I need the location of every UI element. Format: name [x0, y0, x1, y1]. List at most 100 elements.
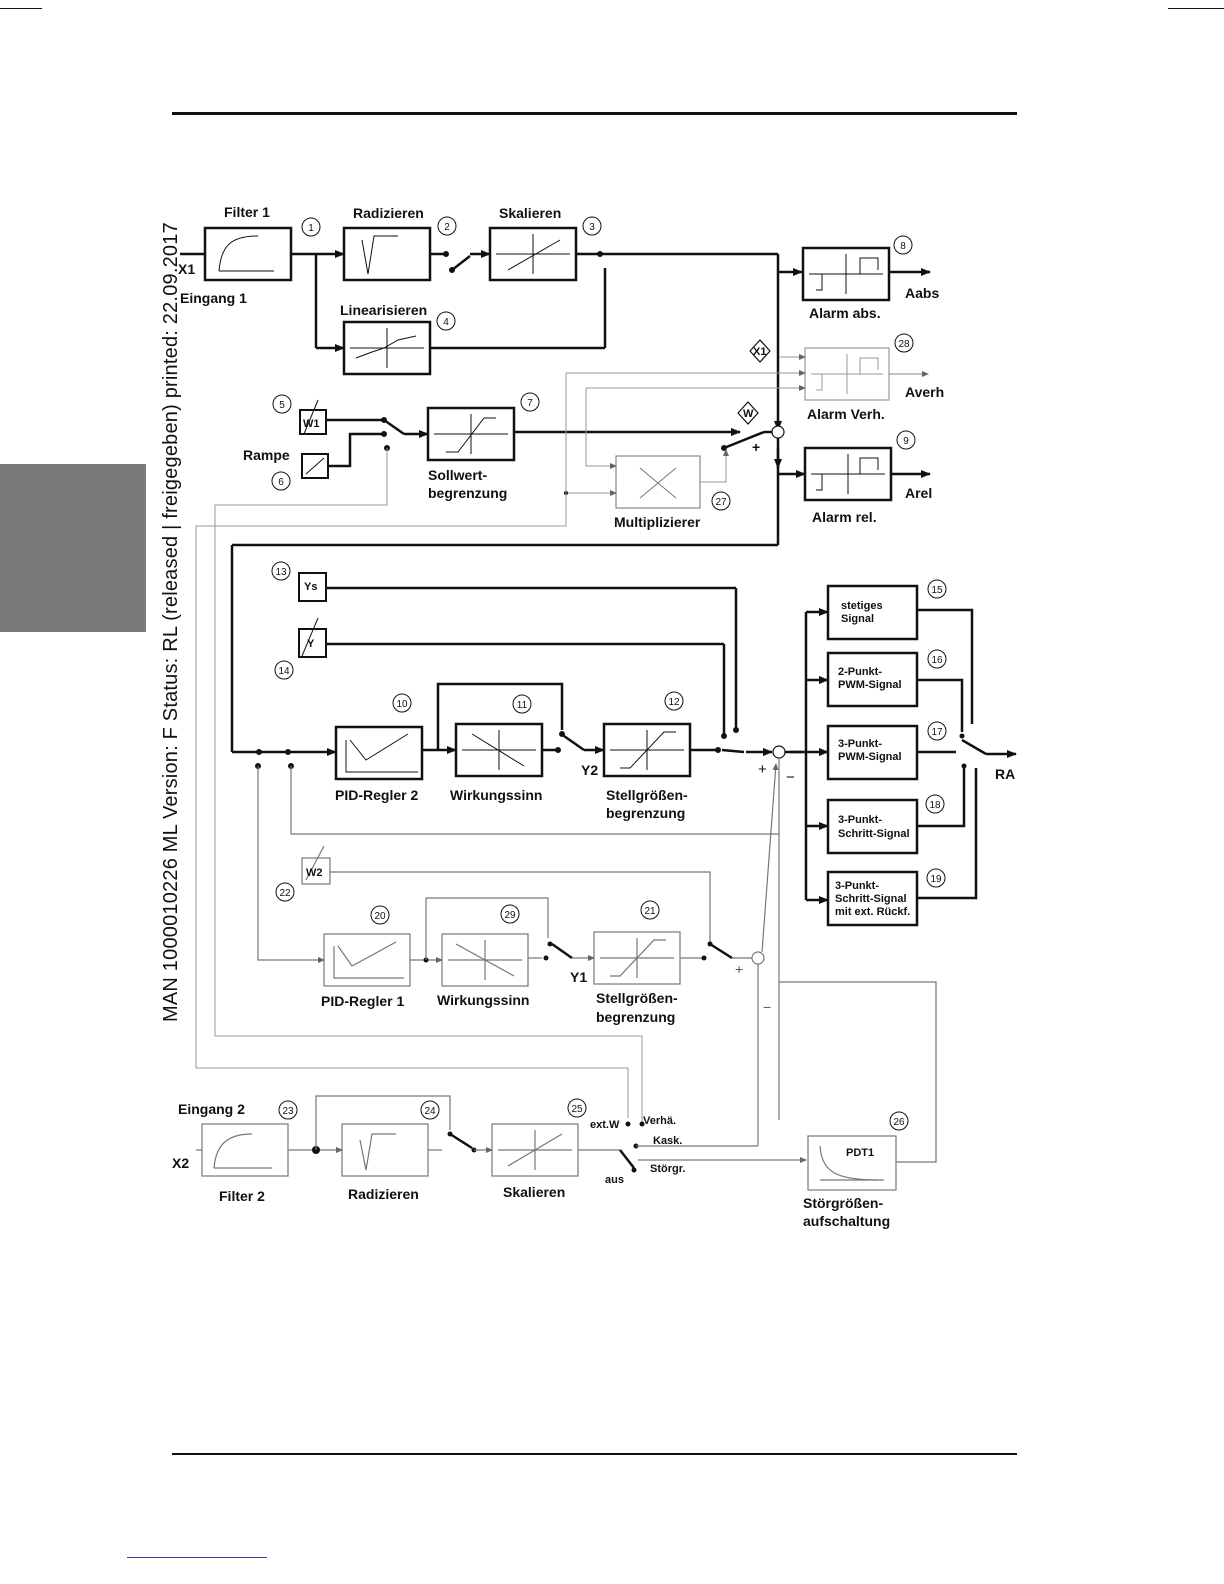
- label-extw: ext.W: [590, 1119, 620, 1131]
- num-29: 29: [504, 910, 516, 921]
- label-out18-1: 3-Punkt-: [838, 814, 882, 826]
- label-aus: aus: [605, 1174, 624, 1186]
- label-stell2-1: Stellgrößen-: [606, 787, 688, 803]
- footer-link-rule: [127, 1557, 267, 1558]
- label-stell1-1: Stellgrößen-: [596, 990, 678, 1006]
- label-arel: Arel: [905, 485, 932, 501]
- num-27: 27: [715, 497, 727, 508]
- label-alarm-rel: Alarm rel.: [812, 509, 877, 525]
- label-filter1: Filter 1: [224, 204, 270, 220]
- num-6: 6: [278, 477, 284, 488]
- num-3: 3: [589, 222, 595, 233]
- number-labels: 1 2 3 4 5 6 7 8 9 10 11 12 13 14 15 16 1…: [275, 222, 943, 1128]
- corner-mark-left: [0, 8, 42, 9]
- label-stell2-2: begrenzung: [606, 805, 685, 821]
- num-21: 21: [644, 906, 656, 917]
- label-out17-2: PWM-Signal: [838, 751, 902, 763]
- label-skalieren2: Skalieren: [503, 1184, 565, 1200]
- label-sollwert-2: begrenzung: [428, 485, 507, 501]
- header-rule: [172, 112, 1017, 115]
- num-18: 18: [929, 800, 941, 811]
- num-11: 11: [517, 700, 528, 711]
- label-out19-2: Schritt-Signal: [835, 893, 907, 905]
- label-y2: Y2: [581, 762, 598, 778]
- label-ra: RA: [995, 766, 1015, 782]
- label-out18-2: Schritt-Signal: [838, 828, 910, 840]
- label-kask: Kask.: [653, 1135, 682, 1147]
- label-pid2: PID-Regler 2: [335, 787, 418, 803]
- num-9: 9: [903, 436, 909, 447]
- label-linearisieren: Linearisieren: [340, 302, 427, 318]
- label-w1: W1: [303, 418, 320, 430]
- pid1-chain: [257, 758, 937, 1163]
- num-5: 5: [279, 400, 285, 411]
- label-eingang1: Eingang 1: [180, 290, 247, 306]
- num-17: 17: [931, 727, 943, 738]
- num-20: 20: [374, 911, 386, 922]
- num-14: 14: [278, 666, 290, 677]
- label-stell1-2: begrenzung: [596, 1009, 675, 1025]
- label-alarm-verh: Alarm Verh.: [807, 406, 885, 422]
- tag-x1: X1: [753, 346, 766, 358]
- label-minus-pid1: −: [763, 999, 771, 1015]
- label-w2: W2: [306, 867, 323, 879]
- label-minus-pid2: −: [786, 769, 795, 786]
- label-x2: X2: [172, 1155, 189, 1171]
- num-26: 26: [893, 1117, 905, 1128]
- alarm-blocks: [566, 246, 931, 502]
- label-pid1: PID-Regler 1: [321, 993, 404, 1009]
- number-markers: [271, 216, 947, 1131]
- label-y1: Y1: [570, 969, 587, 985]
- label-out16-2: PWM-Signal: [838, 679, 902, 691]
- label-filter2: Filter 2: [219, 1188, 265, 1204]
- label-skalieren1: Skalieren: [499, 205, 561, 221]
- label-plus-pid2: +: [758, 761, 767, 778]
- label-out17-1: 3-Punkt-: [838, 738, 882, 750]
- label-plus-pid1: +: [735, 961, 743, 977]
- label-out15-1: stetiges: [841, 600, 883, 612]
- label-ys: Ys: [304, 581, 317, 593]
- pid2-chain: [230, 545, 829, 904]
- label-verha: Verhä.: [643, 1115, 676, 1127]
- label-plus-w: +: [752, 439, 760, 455]
- num-22: 22: [279, 888, 291, 899]
- labels: Filter 1 Radizieren Skalieren Linearisie…: [172, 204, 1015, 1229]
- num-24: 24: [424, 1106, 436, 1117]
- label-out19-1: 3-Punkt-: [835, 880, 879, 892]
- label-radizieren1: Radizieren: [353, 205, 424, 221]
- footer-rule: [172, 1453, 1017, 1455]
- label-alarm-abs: Alarm abs.: [809, 305, 881, 321]
- label-x1: X1: [178, 261, 195, 277]
- label-rampe: Rampe: [243, 447, 290, 463]
- label-wirk1: Wirkungssinn: [437, 992, 529, 1008]
- label-stoer-2: aufschaltung: [803, 1213, 890, 1229]
- label-out19-3: mit ext. Rückf.: [835, 906, 910, 918]
- num-2: 2: [444, 222, 450, 233]
- label-aabs: Aabs: [905, 285, 939, 301]
- label-y: Y: [307, 638, 315, 650]
- label-out15-2: Signal: [841, 613, 874, 625]
- chapter-tab: [0, 464, 146, 632]
- num-16: 16: [931, 655, 943, 666]
- num-8: 8: [900, 241, 906, 252]
- output-blocks: [826, 584, 1017, 927]
- label-sollwert-1: Sollwert-: [428, 467, 487, 483]
- label-eingang2: Eingang 2: [178, 1101, 245, 1117]
- num-19: 19: [930, 874, 942, 885]
- tag-w: W: [743, 408, 754, 420]
- num-12: 12: [668, 697, 680, 708]
- num-13: 13: [275, 567, 287, 578]
- label-out16-1: 2-Punkt-: [838, 666, 882, 678]
- num-7: 7: [527, 398, 533, 409]
- num-23: 23: [282, 1106, 294, 1117]
- num-1: 1: [308, 223, 314, 234]
- corner-mark-right: [1168, 8, 1224, 9]
- label-pdt1: PDT1: [846, 1147, 874, 1159]
- num-25: 25: [571, 1104, 583, 1115]
- num-10: 10: [396, 699, 408, 710]
- num-28: 28: [898, 339, 910, 350]
- label-radizieren2: Radizieren: [348, 1186, 419, 1202]
- label-stoer-1: Störgrößen-: [803, 1195, 883, 1211]
- input1-chain: [180, 226, 806, 547]
